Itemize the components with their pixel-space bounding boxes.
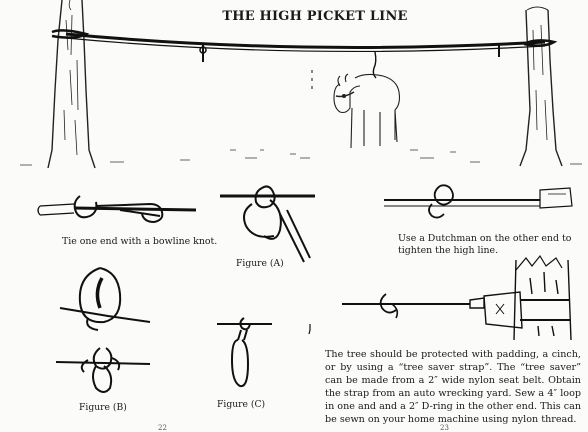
figure-b-caption: Figure (B) bbox=[79, 402, 127, 413]
left-tree-illustration bbox=[47, 0, 96, 169]
bowline-rope-knot-illustration bbox=[37, 195, 197, 224]
figure-a-caption: Figure (A) bbox=[236, 258, 284, 269]
page-title: THE HIGH PICKET LINE bbox=[222, 9, 408, 24]
tree-saver-paragraph: The tree should be protected with paddin… bbox=[325, 349, 581, 425]
figure-b-rope-knot-illustration bbox=[55, 267, 151, 393]
page-number-left: 22 bbox=[158, 424, 167, 432]
figure-c-caption: Figure (C) bbox=[217, 399, 266, 410]
bowline-caption: Tie one end with a bowline knot. bbox=[62, 236, 218, 247]
page-number-right: 23 bbox=[440, 424, 449, 432]
figure-c-rope-knot-illustration bbox=[217, 317, 272, 388]
horse-illustration bbox=[333, 73, 401, 149]
right-tree-illustration bbox=[519, 6, 563, 167]
tree-saver-strap-illustration bbox=[308, 254, 572, 341]
figure-a-rope-knot-illustration bbox=[220, 185, 315, 263]
dutchman-rope-knot-illustration bbox=[384, 184, 573, 219]
dutchman-caption: Use a Dutchman on the other end to tight… bbox=[398, 233, 572, 256]
ground-marks bbox=[20, 149, 582, 166]
high-line-rope bbox=[51, 29, 558, 89]
